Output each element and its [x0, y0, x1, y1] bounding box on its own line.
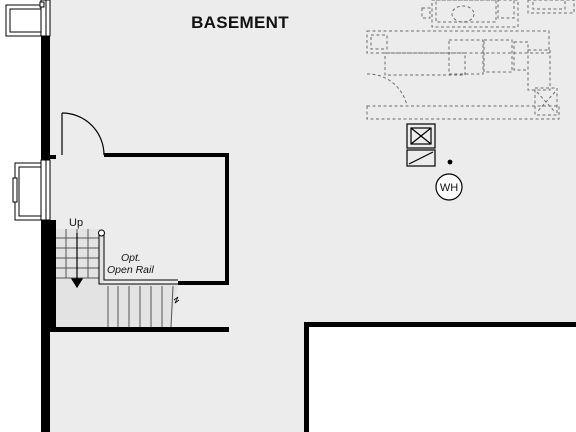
stair-floor [55, 229, 178, 328]
window-top-left [5, 0, 51, 37]
floor-drain [447, 159, 453, 165]
railing-label-line2: Open Rail [107, 264, 154, 276]
unexcavated-area [309, 327, 576, 432]
plan-title: BASEMENT [191, 13, 289, 32]
stair-up-label: Up [69, 217, 83, 229]
door-swing [61, 112, 105, 156]
water-heater [435, 173, 463, 201]
stair-up-arrow [70, 233, 84, 289]
furnace-unit [406, 123, 436, 167]
mechanical-equipment-outlines [366, 0, 575, 120]
water-heater-label: WH [440, 182, 458, 194]
stair-railing [98, 229, 180, 304]
window-mid-left [12, 159, 51, 221]
railing-label-line1: Opt. [121, 252, 141, 264]
